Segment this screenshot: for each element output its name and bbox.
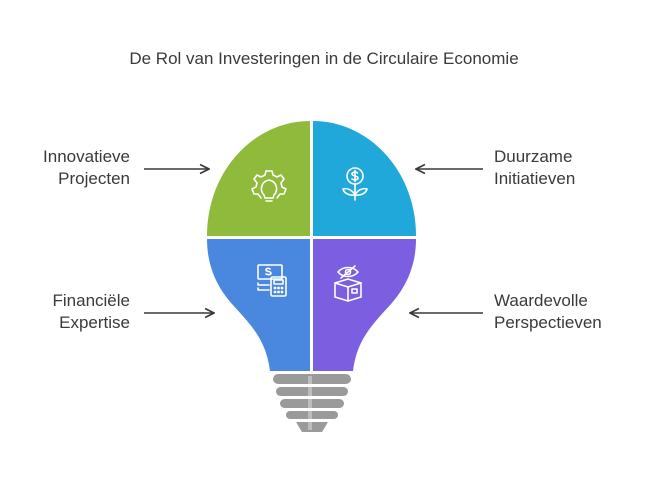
- money-calculator-icon: [257, 264, 287, 297]
- label-innovatieve-projecten: Innovatieve Projecten: [43, 146, 130, 190]
- quadrant-bottom-right: [313, 239, 416, 371]
- quadrant-top-right: [313, 121, 416, 236]
- quadrant-bottom-left: [207, 239, 310, 371]
- label-line: Innovatieve: [43, 147, 130, 166]
- label-waardevolle-perspectieven: Waardevolle Perspectieven: [494, 290, 602, 334]
- quadrant-top-left: [207, 121, 310, 236]
- label-line: Duurzame: [494, 147, 573, 166]
- diagram-title: De Rol van Investeringen in de Circulair…: [129, 49, 519, 68]
- label-line: Financiële: [52, 291, 131, 310]
- dollar-plant-icon: [342, 167, 368, 201]
- label-financiele-expertise: Financiële Expertise: [53, 290, 131, 334]
- label-line: Expertise: [59, 313, 130, 332]
- bulb-base: [273, 374, 351, 432]
- label-line: Projecten: [58, 169, 130, 188]
- label-line: Perspectieven: [494, 313, 602, 332]
- eye-box-icon: [334, 265, 362, 302]
- gear-lightbulb-icon: [251, 170, 287, 202]
- label-duurzame-initiatieven: Duurzame Initiatieven: [494, 146, 575, 190]
- label-line: Initiatieven: [494, 169, 576, 188]
- label-line: Waardevolle: [494, 291, 588, 310]
